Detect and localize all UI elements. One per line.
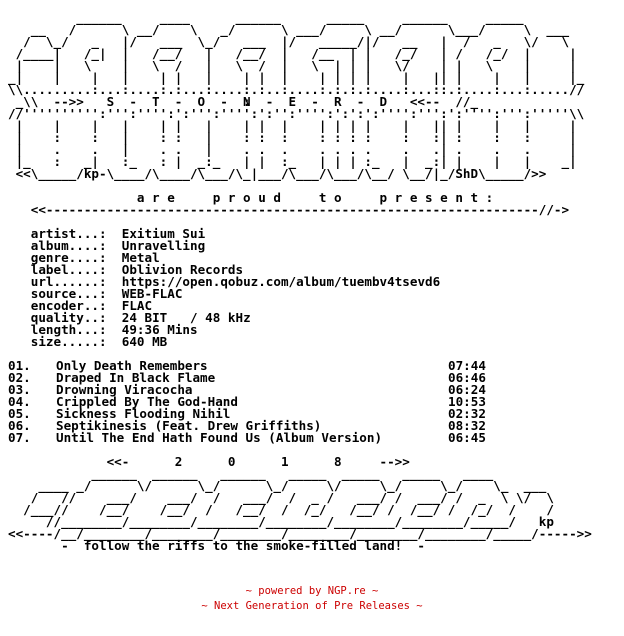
divider-rule: <<--------------------------------------… — [8, 202, 570, 217]
logo-line: \\.........:...:....:.:...:....:.:..:...… — [8, 82, 585, 97]
present-heading: a r e p r o u d t o p r e s e n t : — [8, 190, 494, 205]
year-logo-line: / // ___/ ___/ / ___/ / _ / ___/ / ___/ … — [8, 490, 554, 505]
track-title: Crippled By The God-Hand — [56, 394, 238, 409]
track-duration: 02:32 — [448, 406, 486, 421]
info-value: 49:36 Mins — [121, 322, 198, 337]
track-duration: 06:24 — [448, 382, 486, 397]
info-label: length...: — [30, 322, 107, 337]
track-duration: 06:46 — [448, 370, 486, 385]
logo-line: /____| /_| | /__/ | /__/ | /__ | | /_/ |… — [8, 46, 577, 61]
info-row: encoder..: FLAC — [8, 298, 153, 313]
info-row: album....: Unravelling — [8, 238, 206, 253]
logo-lower-line: <<\_____/kp-\____/\____/\___/\_|___/\___… — [8, 166, 547, 181]
footer-next-generation: ~ Next Generation of Pre Releases ~ — [201, 600, 423, 612]
info-value: Exitium Sui — [121, 226, 206, 241]
track-title: Sickness Flooding Nihil — [56, 406, 231, 421]
info-row: size.....: 640 MB — [8, 334, 168, 349]
info-label: size.....: — [30, 334, 107, 349]
info-row: label....: Oblivion Records — [8, 262, 244, 277]
logo-lower-line: | | | | | | | | | | | | | | | || | | | | — [8, 118, 577, 133]
track-number: 07. — [8, 430, 31, 445]
info-row: quality..: 24 BIT / 48 kHz — [8, 310, 251, 325]
year-heading: <<- 2 0 1 8 -->> — [8, 454, 410, 469]
info-value: 24 BIT / 48 kHz — [121, 310, 251, 325]
footer-powered-by: ~ powered by NGP.re ~ — [245, 585, 379, 597]
year-logo-line: /___// /__/ /__/ / /__/ / /_/ /__/ / /__… — [8, 502, 554, 517]
track-title: Drowning Viracocha — [56, 382, 193, 397]
track-number: 02. — [8, 370, 31, 385]
logo-line: | | \ | \ / | \ / | \ | | | \/ | | \ | | — [8, 58, 577, 73]
logo-line: / \_/ _ |/ ___ \_/ ___ |/ _____/|/ __ | … — [8, 34, 570, 49]
info-value: Metal — [121, 250, 160, 265]
track-number: 03. — [8, 382, 31, 397]
track-title: Septikinesis (Feat. Drew Griffiths) — [56, 418, 322, 433]
track-title: Draped In Black Flame — [56, 370, 216, 385]
track-duration: 06:45 — [448, 430, 486, 445]
year-logo-line: <<----/__/________/________/________/___… — [8, 526, 592, 541]
track-duration: 10:53 — [448, 394, 486, 409]
info-value: FLAC — [121, 298, 153, 313]
info-row: genre....: Metal — [8, 250, 160, 265]
info-value: WEB-FLAC — [121, 286, 183, 301]
logo-line: __ / \ __/ \ _/ \ ___/ \ __/ \___/ \ ___ — [8, 22, 570, 37]
info-label: quality..: — [30, 310, 107, 325]
year-logo-line: ____ _/ \/ \_/ \_/ \/ \_/ \_/ \_ ___ — [8, 478, 547, 493]
logo-line: ______ ____ ______ _____ ______ _____ — [8, 10, 524, 25]
year-logo-line: ______ ______ ______ _____ _____ _____ _… — [8, 466, 494, 481]
info-label: encoder..: — [30, 298, 107, 313]
info-row: artist...: Exitium Sui — [8, 226, 206, 241]
track-number: 05. — [8, 406, 31, 421]
info-value: Oblivion Records — [121, 262, 244, 277]
track-number: 06. — [8, 418, 31, 433]
info-label: album....: — [30, 238, 107, 253]
track-title: Only Death Remembers — [56, 358, 208, 373]
logo-line: : — [8, 94, 251, 109]
track-title: Until The End Hath Found Us (Album Versi… — [56, 430, 383, 445]
info-row: url......: https://open.qobuz.com/album/… — [8, 274, 441, 289]
year-logo-line: //________/________/________/________/__… — [8, 514, 554, 529]
info-row: length...: 49:36 Mins — [8, 322, 198, 337]
logo-line: _| | | | | | | | | | | | | | | || | | | … — [8, 70, 585, 85]
track-duration: 07:44 — [448, 358, 486, 373]
info-label: url......: — [30, 274, 107, 289]
info-label: label....: — [30, 262, 107, 277]
logo-lower-line: |_ : _| :_ : | _:_ | | :_ | | | :_ | _:|… — [8, 154, 577, 169]
track-duration: 08:32 — [448, 418, 486, 433]
info-label: genre....: — [30, 250, 107, 265]
info-label: artist...: — [30, 226, 107, 241]
tagline: - follow the riffs to the smoke-filled l… — [8, 538, 426, 553]
logo-lower-line: | : : | : : | : : : : : : : : :| : : : | — [8, 130, 577, 145]
info-value: 640 MB — [121, 334, 168, 349]
info-row: source...: WEB-FLAC — [8, 286, 183, 301]
logo-lower-line: //'''''''''':''':'''':':''':'''':':'':''… — [8, 106, 585, 121]
track-number: 04. — [8, 394, 31, 409]
logo-lower-line: | . . | . . | . . . . . . . . .| . . . | — [8, 142, 577, 157]
info-value: Unravelling — [121, 238, 206, 253]
info-value: https://open.qobuz.com/album/tuembv4tsev… — [121, 274, 441, 289]
track-number: 01. — [8, 358, 31, 373]
info-label: source...: — [30, 286, 107, 301]
group-name-line: _\\ -->> S - T - O - N - E - R - D <<-- … — [8, 94, 479, 109]
